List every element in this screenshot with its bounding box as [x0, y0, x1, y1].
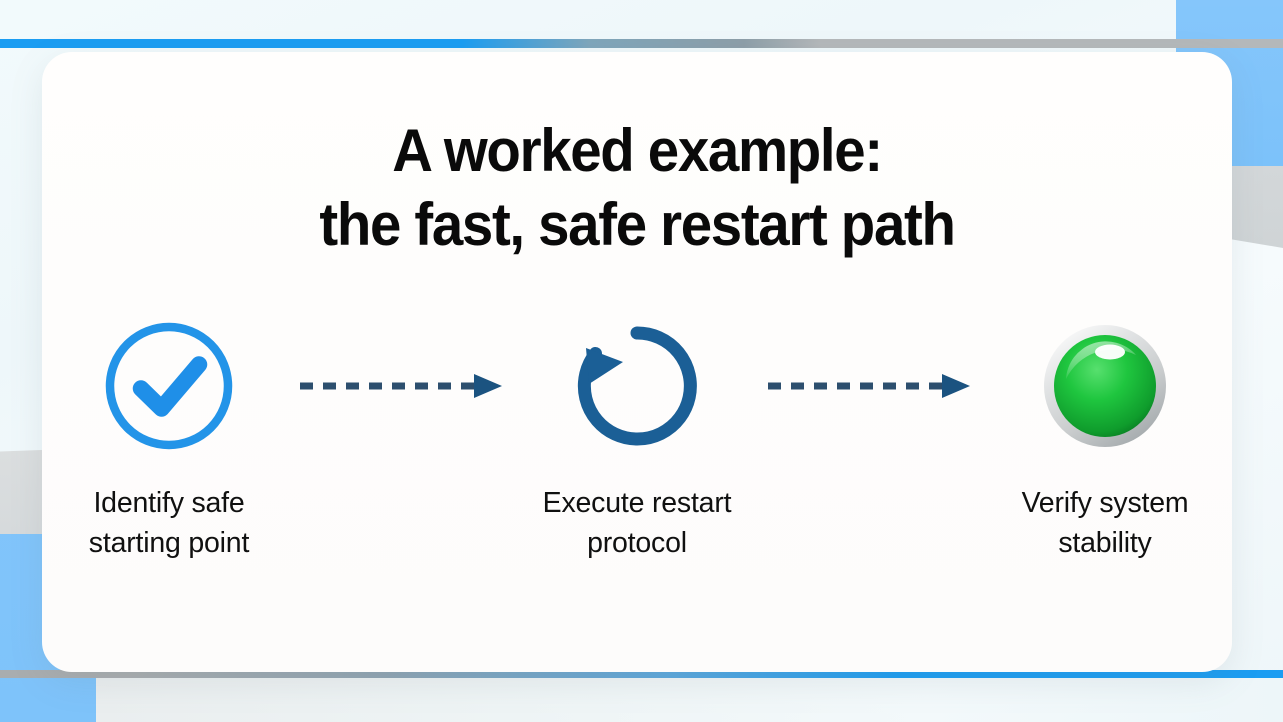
process-step-1-label-line-1: Identify safe — [93, 486, 245, 519]
restart-arrow-icon — [567, 311, 707, 461]
process-step-3-label-line-2: stability — [1058, 527, 1152, 560]
page-title-line-2: the fast, safe restart path — [319, 191, 956, 259]
process-step-2-label-line-2: protocol — [587, 527, 687, 560]
process-step-3-label-line-1: Verify system — [1021, 486, 1189, 519]
process-step-1-label-line-2: starting point — [88, 527, 250, 560]
process-step-3-label: Verify system stability — [1022, 483, 1189, 564]
process-step-1-label: Identify safe starting point — [88, 483, 250, 564]
dashed-arrow-2 — [764, 311, 978, 461]
check-circle-icon — [101, 311, 237, 461]
process-step-2-label: Execute restart protocol — [543, 483, 732, 564]
process-step-2: Execute restart protocol — [510, 311, 764, 564]
process-step-1: Identify safe starting point — [42, 311, 296, 564]
decor-panel-bottom-strip — [96, 676, 1283, 722]
page-title: A worked example: the fast, safe restart… — [78, 114, 1197, 263]
process-step-2-label-line-1: Execute restart — [542, 486, 732, 519]
page-title-line-1: A worked example: — [392, 117, 883, 184]
process-step-3: Verify system stability — [978, 311, 1232, 564]
process-steps: Identify safe starting point — [42, 311, 1232, 564]
content-card: A worked example: the fast, safe restart… — [42, 52, 1232, 672]
green-indicator-light-icon — [1040, 311, 1170, 461]
dashed-arrow-1 — [296, 311, 510, 461]
accent-bar-top — [0, 39, 1283, 48]
accent-bar-bottom — [0, 670, 1283, 678]
